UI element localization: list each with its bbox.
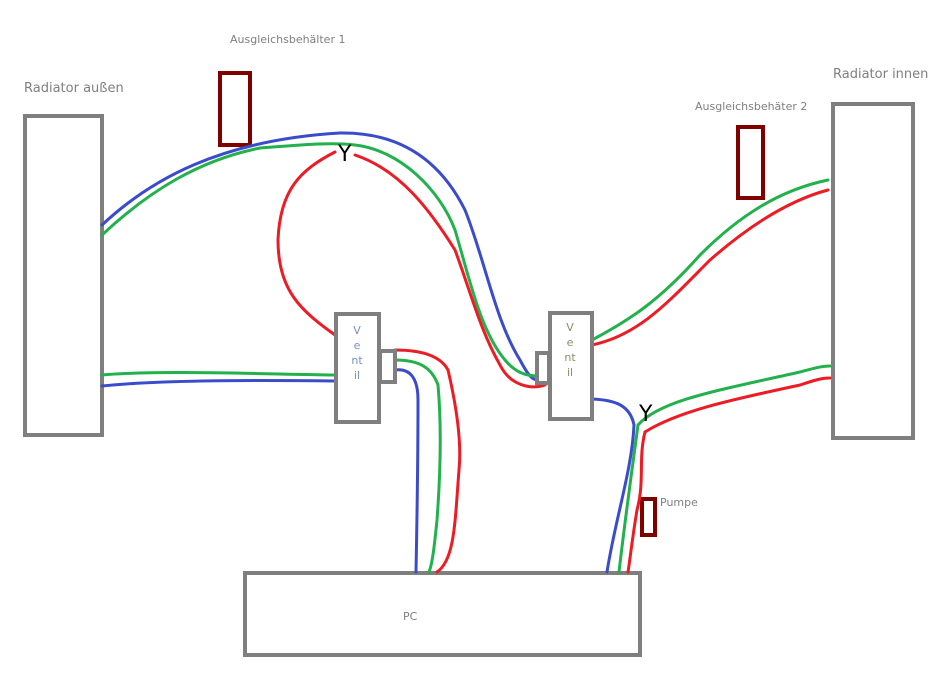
pump-box: [640, 497, 657, 537]
valve-1-box: [334, 312, 381, 424]
radiator-inside-box: [831, 102, 915, 440]
radiator-outside-box: [23, 114, 104, 437]
valve-2-port: [535, 351, 551, 385]
expansion-tank-1: [218, 71, 252, 147]
expansion-tank-2-label: Ausgleichsbehäter 2: [695, 100, 808, 113]
pc-label: PC: [403, 610, 418, 623]
pipe-green-right-bottom: [636, 364, 832, 427]
pipe-blue-top: [100, 131, 540, 382]
pipe-blue-lower-left: [100, 379, 336, 388]
pipe-red-top: [353, 153, 547, 389]
expansion-tank-1-label: Ausgleichsbehälter 1: [230, 33, 346, 46]
pipe-red-to-pc: [393, 348, 462, 574]
pipe-red-right-top: [590, 188, 830, 347]
pipe-red-loop: [276, 150, 337, 337]
valve-1-label: Ventil: [351, 324, 363, 382]
expansion-tank-2: [736, 125, 765, 200]
pipe-red-right-bottom: [643, 376, 832, 434]
pipe-green-to-pc: [393, 358, 442, 574]
y-junction-1: Y: [338, 142, 352, 167]
pipe-blue-to-pc: [393, 368, 420, 574]
pump-label: Pumpe: [660, 496, 698, 509]
pc-box: [243, 571, 642, 657]
pipe-red-to-pc-right: [626, 430, 647, 574]
y-junction-2: Y: [639, 402, 653, 427]
valve-2-label: Ventil: [564, 321, 576, 379]
valve-1-port: [378, 349, 397, 384]
pipe-green-right-top: [590, 178, 830, 342]
valve-2-box: [548, 311, 594, 421]
pipe-green-lower-left: [100, 371, 336, 377]
radiator-outside-label: Radiator außen: [24, 81, 124, 96]
pipe-green-top: [100, 142, 540, 378]
pipe-green-to-pc-right: [617, 423, 640, 574]
radiator-inside-label: Radiator innen: [833, 67, 929, 82]
pipe-blue-valve2-down: [590, 397, 636, 574]
